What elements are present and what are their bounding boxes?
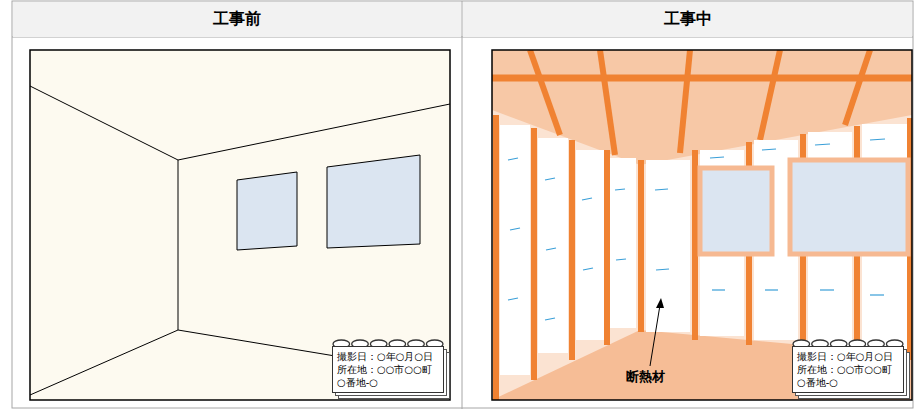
board-text: 撮影日：○年○月○日 bbox=[337, 350, 439, 363]
header-cell: 工事前 bbox=[13, 2, 461, 37]
header-text: 工事中 bbox=[664, 9, 712, 30]
part-label: 断熱材 bbox=[626, 368, 665, 386]
board-text: 所在地：○○市○○町 ○番地-○ bbox=[797, 363, 899, 389]
header-cell: 工事中 bbox=[463, 2, 912, 37]
photo-board: 撮影日：○年○月○日所在地：○○市○○町 ○番地-○ bbox=[332, 346, 444, 393]
room-under-construction bbox=[492, 50, 912, 400]
photo-board: 撮影日：○年○月○日所在地：○○市○○町 ○番地-○ bbox=[792, 346, 904, 393]
room-before bbox=[30, 50, 450, 400]
table-border bbox=[12, 1, 913, 408]
board-text: 撮影日：○年○月○日 bbox=[797, 350, 899, 363]
board-text: 所在地：○○市○○町 ○番地-○ bbox=[337, 363, 439, 389]
table-line bbox=[462, 1, 463, 409]
header-text: 工事前 bbox=[213, 9, 261, 30]
